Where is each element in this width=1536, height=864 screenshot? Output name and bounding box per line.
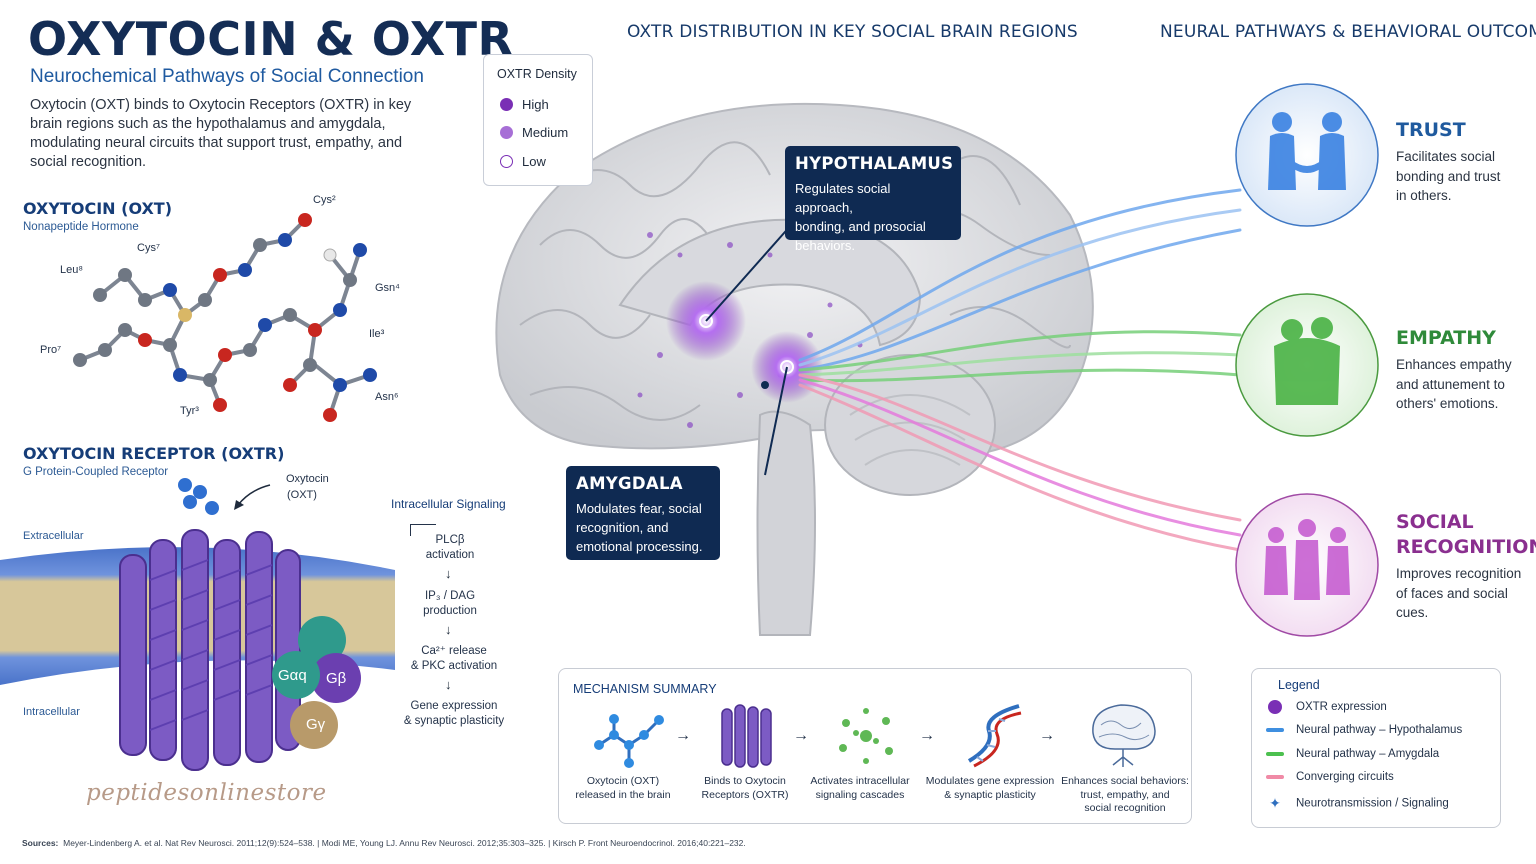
intro-text: Oxytocin (OXT) binds to Oxytocin Recepto… [30,97,412,170]
mechanism-arrow-4: → [1039,727,1055,744]
oxytocin-molecule-illustration [73,213,377,422]
mechanism-step-5: Enhances social behaviors:trust, empathy… [1061,775,1189,814]
oxytocin-molecule-icon [594,714,664,768]
residue-tyr3-label: Tyr³ [180,405,199,417]
sources-label: Sources: [22,838,59,848]
mechanism-step-4: Modulates gene expression& synaptic plas… [925,775,1055,801]
mechanism-arrow-1: → [675,727,691,744]
receptor-icon [721,704,772,768]
medium-density-swatch [500,126,513,139]
g-beta-label: Gβ [326,670,347,687]
oxytocin-subheading: Nonapeptide Hormone [23,221,139,233]
neurotransmission-sparkle-icon: ✦ [1269,795,1281,811]
signaling-cascade-icon [839,708,893,764]
density-key-heading: OXTR Density [497,67,577,81]
mechanism-arrow-2: → [793,727,809,744]
high-density-swatch [500,98,513,111]
mechanism-summary-panel: MECHANISM SUMMARY → → → → Oxytocin (OXT)… [558,668,1192,824]
oxtr-density-key: OXTR Density High Medium Low [483,54,593,186]
density-key-medium: Medium [500,125,568,140]
extracellular-label: Extracellular [23,530,84,542]
legend-item-amygdala-pathway: Neural pathway – Amygdala [1266,748,1439,760]
trust-title: TRUST [1396,119,1466,141]
signaling-heading: Intracellular Signaling [391,497,506,511]
residue-cys2-label: Cys² [313,194,336,206]
mechanism-step-1: Oxytocin (OXT)released in the brain [575,775,671,801]
g-alpha-label: Gαq [278,667,307,684]
social-brain-icon [1092,704,1156,767]
g-gamma-label: Gγ [306,716,326,733]
signaling-arrow-2: ↓ [445,622,452,637]
ligand-label-line2: (OXT) [287,489,317,501]
amygdala-pathway-swatch [1266,751,1284,756]
legend-heading: Legend [1278,678,1320,692]
outcome-circles [1235,83,1379,637]
neural-pathways-illustration [798,188,1242,552]
sources-line: Sources: Meyer-Lindenberg A. et al. Nat … [22,838,746,848]
signaling-step-3: Ca²⁺ release& PKC activation [410,645,498,672]
legend-item-oxtr-expression: OXTR expression [1266,700,1387,714]
signaling-arrow-3: ↓ [445,677,452,692]
amygdala-title: AMYGDALA [576,474,683,493]
legend-item-converging-circuits: Converging circuits [1266,771,1394,783]
mechanism-arrow-3: → [919,727,935,744]
signaling-bracket [410,524,436,536]
residue-cys7-label: Cys⁷ [137,242,160,254]
outcomes-heading: NEURAL PATHWAYS & BEHAVIORAL OUTCOMES [1160,22,1536,42]
low-density-swatch [500,155,513,168]
hypothalamus-title: HYPOTHALAMUS [795,154,954,173]
legend-item-hypothalamus-pathway: Neural pathway – Hypothalamus [1266,724,1462,736]
residue-leu8-label: Leu⁸ [60,264,83,276]
residue-gln4-label: Gsn⁴ [375,282,400,294]
mechanism-heading: MECHANISM SUMMARY [573,682,717,696]
sources-text: Meyer-Lindenberg A. et al. Nat Rev Neuro… [63,838,746,848]
signaling-arrow-1: ↓ [445,566,452,581]
density-key-high: High [500,97,549,112]
brain-section-heading: OXTR DISTRIBUTION IN KEY SOCIAL BRAIN RE… [627,22,1078,42]
legend-panel: Legend OXTR expression Neural pathway – … [1251,668,1501,828]
page-title: OXYTOCIN & OXTR [28,12,514,66]
oxtr-membrane-illustration [0,478,395,771]
receptor-subheading: G Protein-Coupled Receptor [23,466,169,478]
density-key-low: Low [500,154,546,169]
intracellular-label: Intracellular [23,706,80,718]
oxytocin-heading: OXYTOCIN (OXT) [23,199,173,218]
residue-asn6-label: Asn⁶ [375,391,399,403]
legend-item-neurotransmission: ✦Neurotransmission / Signaling [1266,795,1449,812]
residue-pro7-label: Pro⁷ [40,344,62,356]
oxtr-expression-swatch [1268,700,1282,714]
social-recognition-title-line1: SOCIAL [1396,511,1474,533]
page-subtitle: Neurochemical Pathways of Social Connect… [30,66,424,87]
converging-circuits-swatch [1266,774,1284,779]
dna-icon [967,704,1022,768]
receptor-heading: OXYTOCIN RECEPTOR (OXTR) [23,444,285,463]
hypothalamus-text: Regulates social approach,bonding, and p… [795,181,926,253]
signaling-step-4: Gene expression& synaptic plasticity [403,700,505,727]
hypothalamus-callout: HYPOTHALAMUS Regulates social approach,b… [785,146,961,253]
social-recognition-title-line2: RECOGNITION [1396,536,1536,558]
watermark: peptidesonlinestore [86,780,327,806]
hypothalamus-pathway-swatch [1266,727,1284,732]
empathy-title: EMPATHY [1396,327,1496,349]
residue-ile3-label: Ile³ [369,328,385,340]
ligand-label-line1: Oxytocin [286,473,329,485]
